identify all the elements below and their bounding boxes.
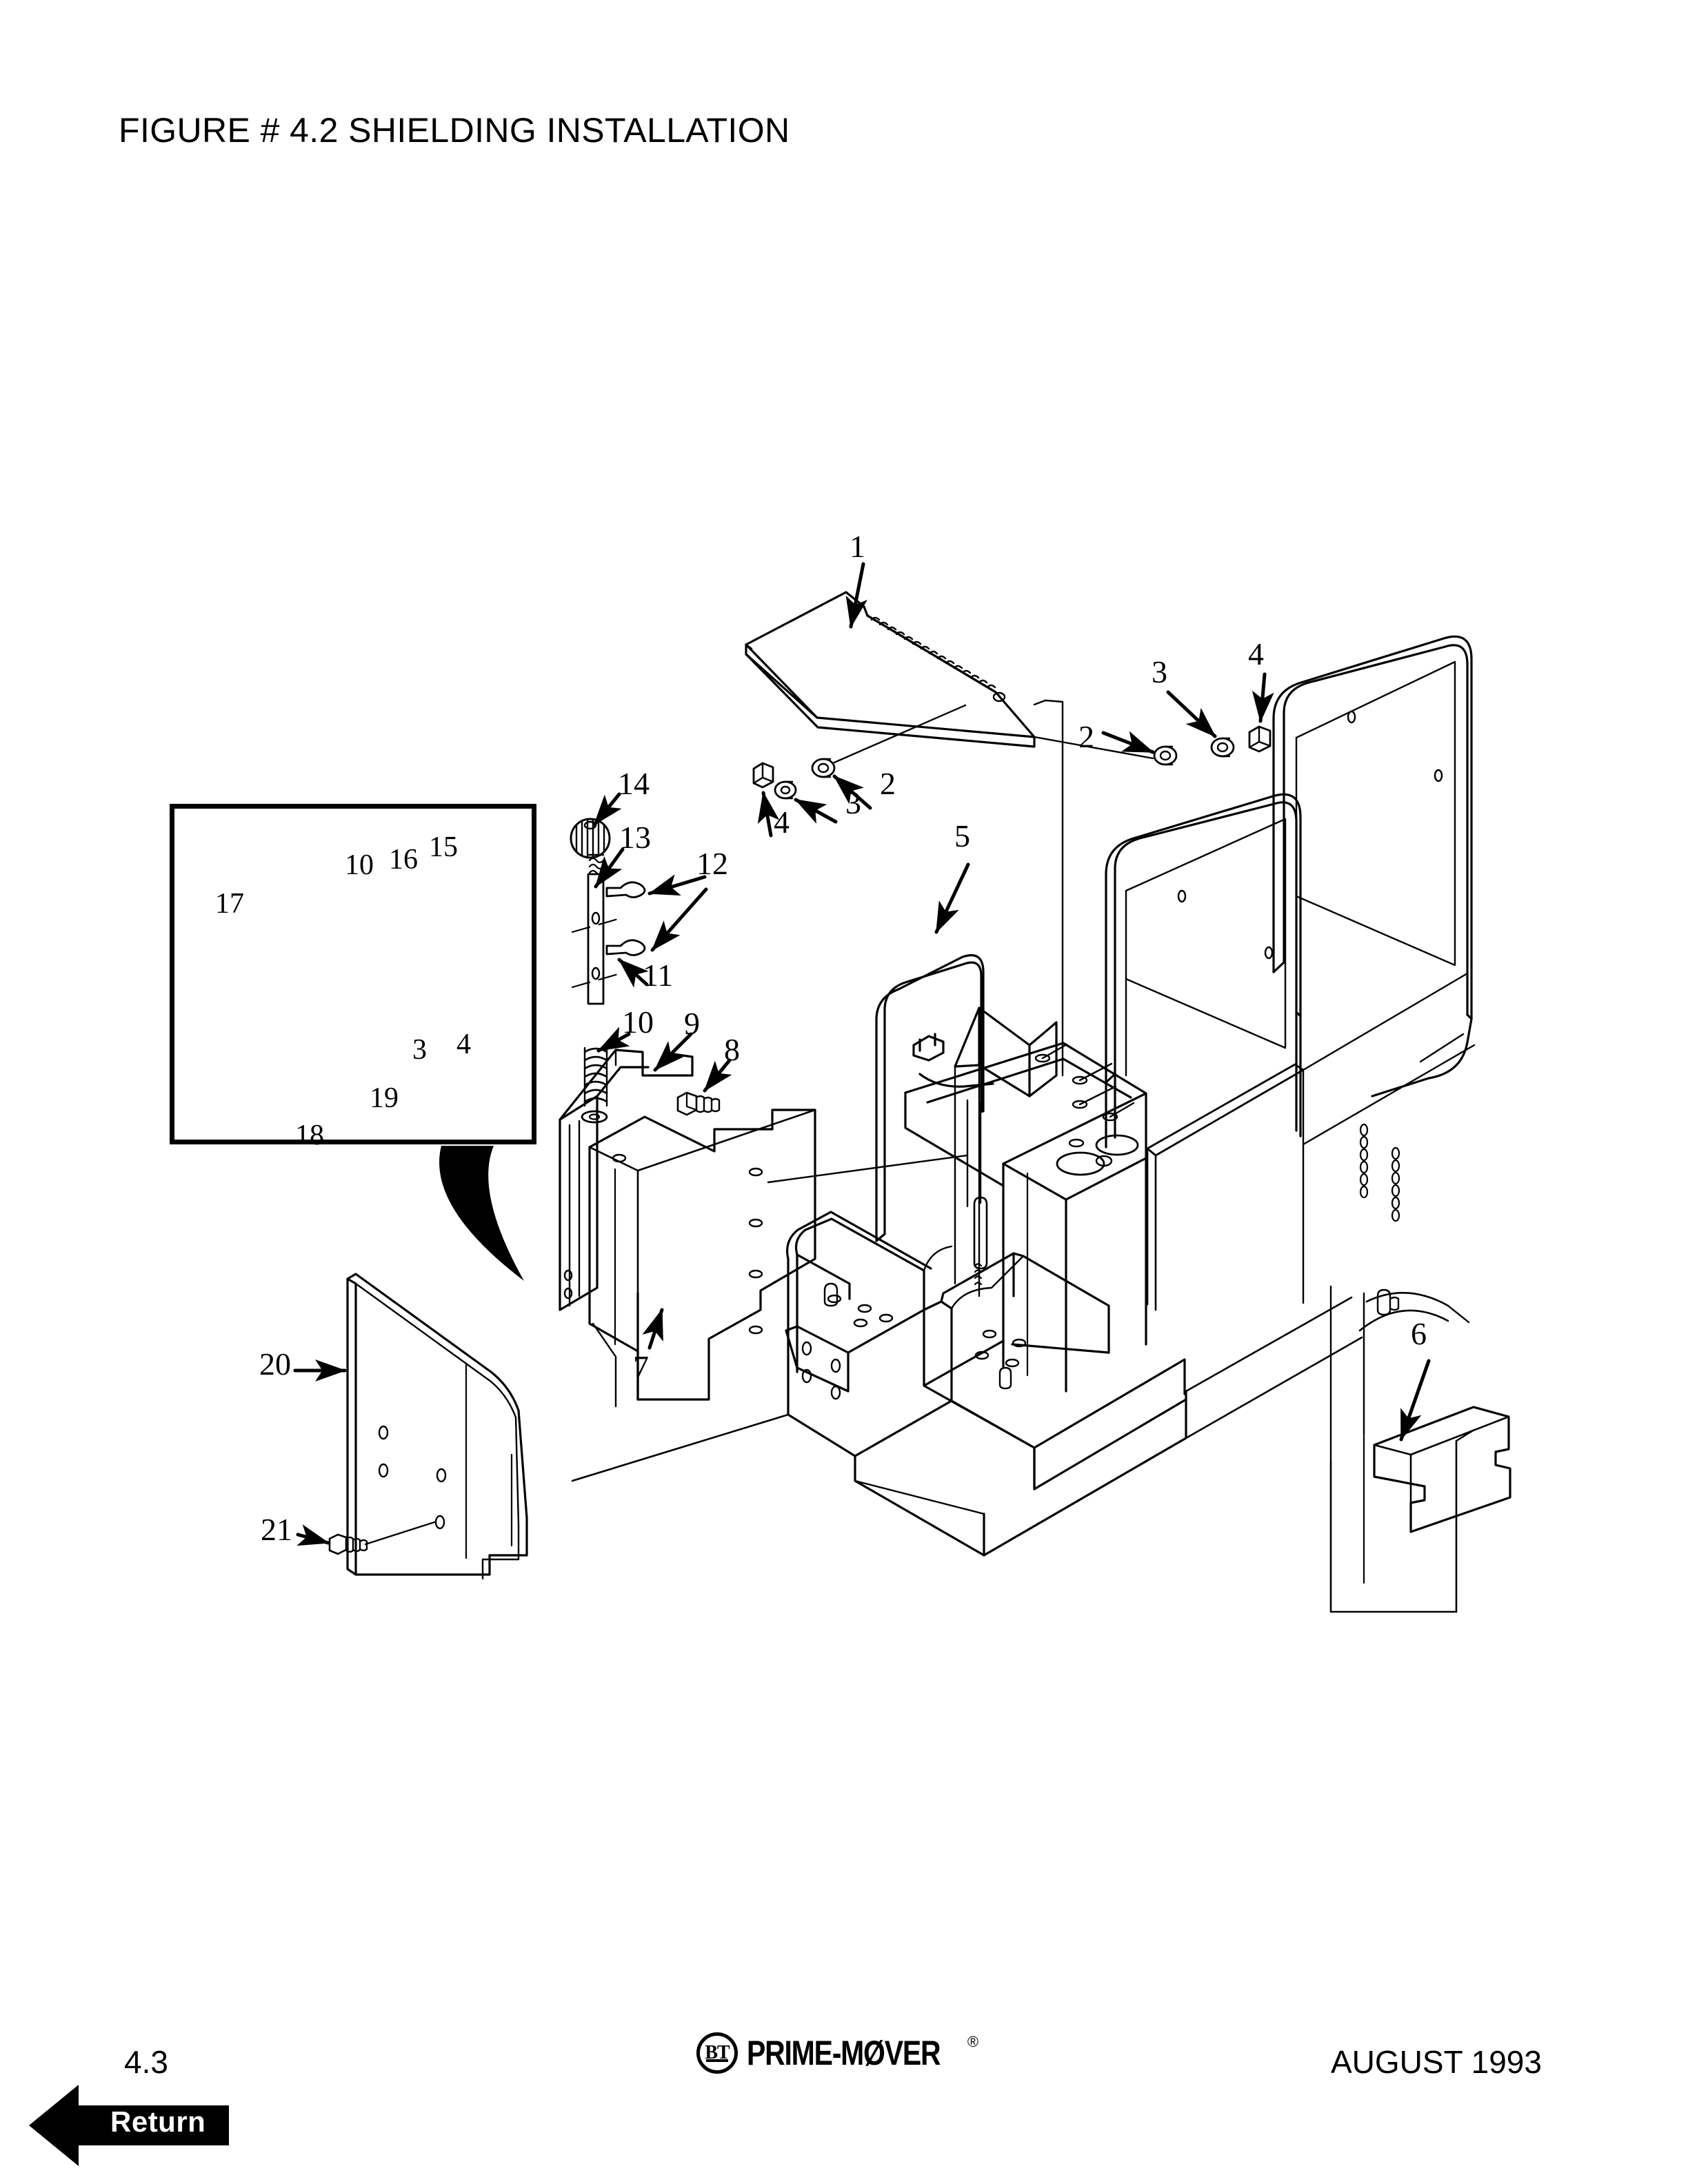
callout-14: 14 — [618, 766, 650, 801]
inset-callout-4: 4 — [456, 1029, 471, 1060]
bt-roundel-icon: BT — [696, 2032, 738, 2074]
brand-name: PRIME-MØVER — [747, 2034, 941, 2072]
callout-4-center: 4 — [774, 805, 790, 840]
callout-21: 21 — [261, 1512, 292, 1547]
part-10-spring-washer — [581, 1046, 608, 1124]
return-button[interactable]: Return — [29, 2085, 243, 2166]
left-arrow-icon — [29, 2085, 229, 2166]
fastener-group-upper-right — [1033, 672, 1274, 766]
callout-8: 8 — [724, 1032, 740, 1067]
callout-4: 4 — [1248, 636, 1264, 671]
page-footer: 4.3 BT PRIME-MØVER ® AUGUST 1993 Return — [0, 2020, 1688, 2184]
parts-11-12-clamps — [605, 881, 646, 956]
callout-3-center: 3 — [845, 785, 861, 820]
inset-callout-16: 16 — [389, 844, 418, 876]
inset-callout-17: 17 — [215, 888, 244, 920]
callout-9: 9 — [684, 1006, 700, 1041]
callout-11: 11 — [643, 958, 674, 993]
return-button-label: Return — [110, 2105, 206, 2138]
part-13-threaded-rod — [571, 853, 622, 1005]
revision-date: AUGUST 1993 — [1331, 2044, 1542, 2080]
inset-callout-19: 19 — [370, 1082, 399, 1114]
part-20-left-shield — [346, 1273, 528, 1580]
part-5-operator-cowl — [875, 954, 1147, 1393]
inset-callout-10: 10 — [345, 849, 374, 881]
callout-6: 6 — [1411, 1316, 1427, 1351]
callout-13: 13 — [619, 820, 651, 855]
callout-1: 1 — [850, 529, 865, 564]
part-14-knob — [570, 818, 611, 859]
fastener-group-center — [752, 704, 967, 838]
leader-lines — [293, 562, 1431, 1546]
inset-callout-18: 18 — [295, 1120, 324, 1151]
part-8-cap-screw — [676, 1091, 721, 1116]
callout-10: 10 — [622, 1004, 654, 1040]
inset-detail-frame — [170, 804, 536, 1144]
part-7-center-shield — [559, 1049, 968, 1408]
chassis-base — [571, 1211, 1363, 1557]
part-1-top-cover — [745, 591, 1064, 1077]
page-number: 4.3 — [124, 2044, 168, 2080]
figure-title: FIGURE # 4.2 SHIELDING INSTALLATION — [119, 111, 790, 150]
callout-12: 12 — [696, 846, 728, 881]
inset-pointer — [439, 1146, 524, 1281]
inset-callout-3: 3 — [412, 1034, 427, 1066]
callout-5: 5 — [954, 818, 970, 853]
part-6-cover-plate — [1373, 1406, 1511, 1533]
part-21-screw — [328, 1533, 368, 1555]
callout-20: 20 — [259, 1346, 291, 1382]
callout-2: 2 — [1078, 719, 1094, 754]
inset-callout-15: 15 — [429, 831, 458, 863]
registered-trademark-icon: ® — [967, 2033, 979, 2050]
callout-7: 7 — [633, 1349, 649, 1384]
right-tall-shields — [1105, 635, 1476, 1613]
brand-logo: BT PRIME-MØVER ® — [696, 2032, 978, 2074]
callout-3: 3 — [1152, 654, 1167, 689]
callout-2-center: 2 — [880, 766, 896, 801]
